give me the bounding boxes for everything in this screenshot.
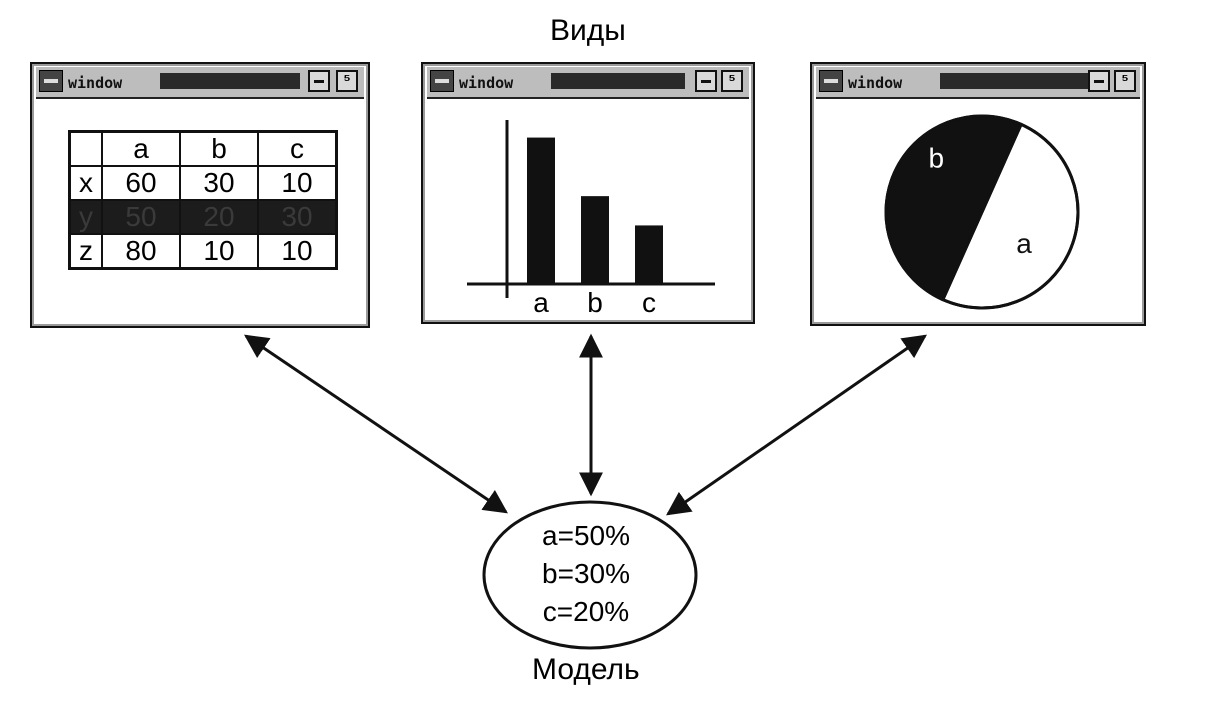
window-title: window [68,74,123,92]
table-cell: 10 [257,165,338,201]
model-line: a=50% [542,520,630,551]
row-label: z [68,233,103,270]
pie-outline [884,114,1080,310]
pie-label: a [1016,228,1032,259]
window-title: window [848,74,903,92]
window-menu-icon[interactable] [430,70,454,92]
window-titlebar[interactable]: window ⁵ [816,67,1140,99]
table-cell: 20 [179,199,259,235]
window-menu-icon[interactable] [819,70,843,92]
bar-chart-window: window ⁵ a b c [421,62,755,324]
minimize-icon[interactable] [1088,70,1110,92]
window-titlebar[interactable]: window ⁵ [36,67,364,99]
bar-tick-label: b [587,287,603,318]
table-cell: 10 [257,233,338,270]
title-bar-fill [160,73,300,89]
column-header [68,130,103,167]
pie-chart: ab [884,114,1080,310]
restore-icon[interactable]: ⁵ [1114,70,1136,92]
column-header: b [179,130,259,167]
bar-chart: a b c [467,120,715,318]
table-cell: 30 [179,165,259,201]
minimize-icon[interactable] [308,70,330,92]
table-cell: 10 [179,233,259,270]
table-cell: 60 [101,165,181,201]
restore-icon[interactable]: ⁵ [721,70,743,92]
window-title: window [459,74,514,92]
minimize-icon[interactable] [695,70,717,92]
bar-c [635,225,663,284]
table-cell: 80 [101,233,181,270]
title-bar-fill [551,73,685,89]
model-ellipse [482,500,698,650]
window-menu-icon[interactable] [39,70,63,92]
column-header: c [257,130,338,167]
restore-icon[interactable]: ⁵ [336,70,358,92]
window-titlebar[interactable]: window ⁵ [427,67,749,99]
model-label: Модель [532,653,640,686]
bar-b [581,196,609,284]
arrow-table-model [244,334,508,514]
model-line: b=30% [542,558,630,589]
arrow-pie-model [666,334,927,516]
pie-label: b [929,143,945,174]
bar-tick-label: a [533,287,549,318]
table-cell: 50 [101,199,181,235]
row-label: y [68,199,103,235]
views-label: Виды [550,14,626,47]
bar-tick-label: c [642,287,656,318]
bar-a [527,137,555,284]
model-line: c=20% [543,596,629,627]
column-header: a [101,130,181,167]
title-bar-fill [940,73,1090,89]
row-label: x [68,165,103,201]
table-cell: 30 [257,199,338,235]
